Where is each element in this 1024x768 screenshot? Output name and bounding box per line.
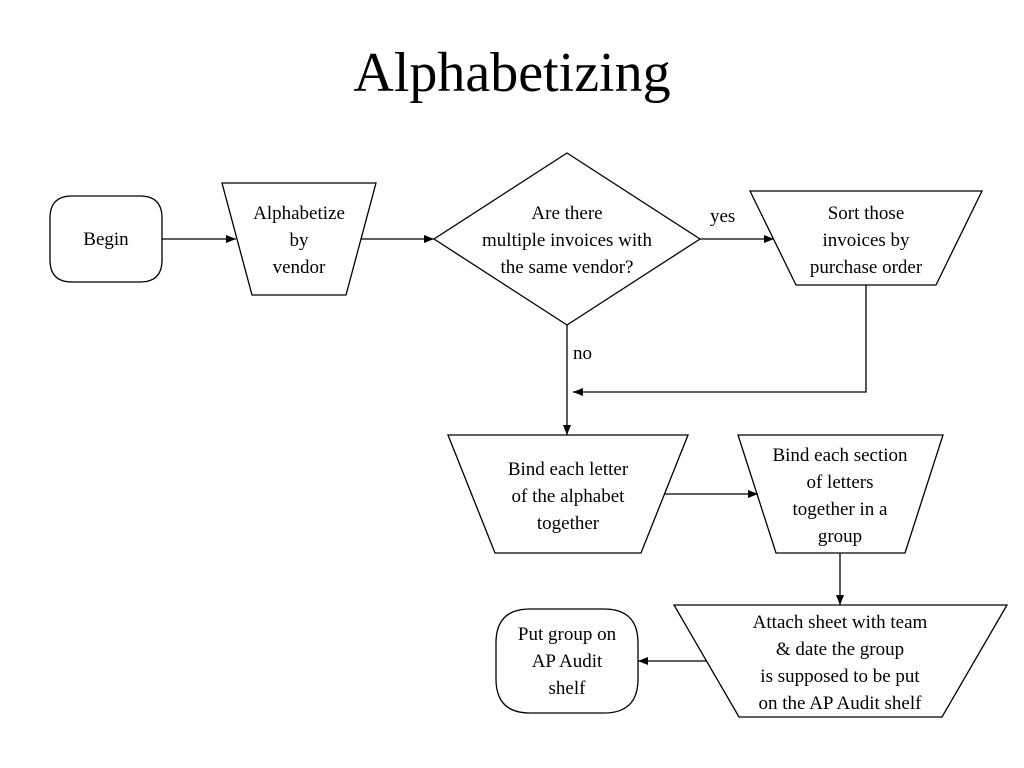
no-edge-label: no: [573, 343, 592, 364]
sort-node-shape: [748, 190, 984, 286]
put-group-node-shape: [495, 608, 639, 714]
page-title: Alphabetizing: [353, 42, 671, 104]
alphabetize-node-shape: [221, 182, 377, 296]
begin-node-label: Begin: [83, 228, 129, 250]
bind-letter-node-shape: [447, 434, 689, 554]
bind-section-node-shape: [737, 434, 944, 554]
edge-sort-loop-back: [573, 285, 867, 396]
begin-node-shape: [49, 195, 163, 283]
yes-edge-label: yes: [710, 206, 736, 227]
attach-node-shape: [672, 604, 1009, 718]
